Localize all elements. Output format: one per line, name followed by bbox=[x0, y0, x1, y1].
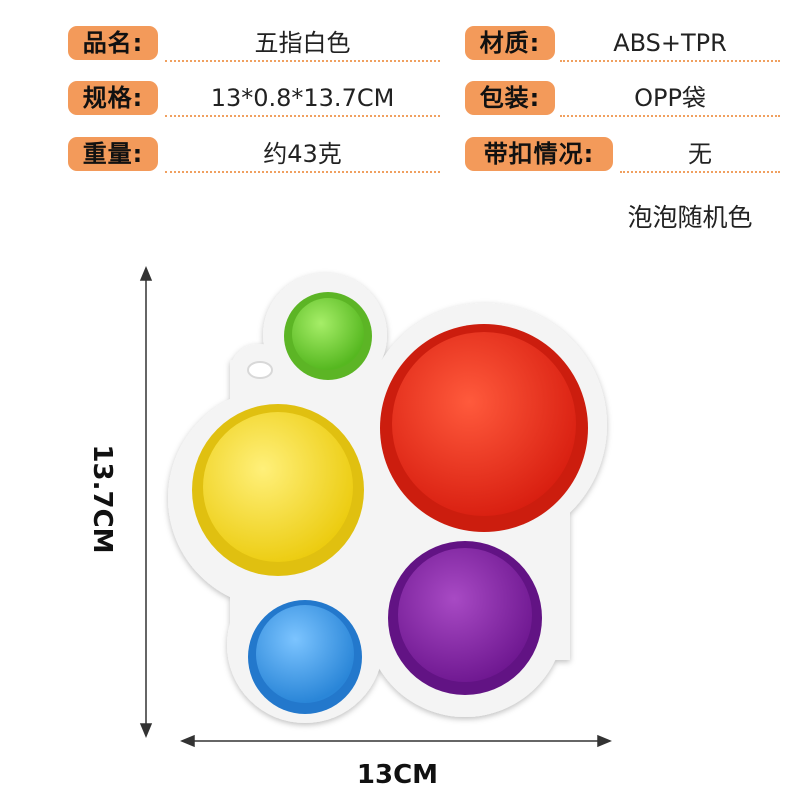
bubble-blue bbox=[248, 600, 362, 714]
bubble-red bbox=[380, 324, 588, 532]
width-dimension-line bbox=[180, 734, 612, 748]
spec-label-weight: 重量: bbox=[68, 137, 158, 171]
spec-label-material: 材质: bbox=[465, 26, 555, 60]
spec-label-buckle: 带扣情况: bbox=[465, 137, 613, 171]
height-dimension-line bbox=[139, 266, 153, 738]
width-dimension-label: 13CM bbox=[356, 760, 439, 790]
spec-label-size: 规格: bbox=[68, 81, 158, 115]
spec-value-size: 13*0.8*13.7CM bbox=[165, 81, 440, 117]
spec-value-material: ABS+TPR bbox=[560, 26, 780, 62]
spec-value-weight: 约43克 bbox=[165, 137, 440, 173]
spec-value-name: 五指白色 bbox=[165, 26, 440, 62]
bubble-yellow bbox=[192, 404, 364, 576]
height-dimension-label: 13.7CM bbox=[87, 444, 117, 554]
spec-label-name: 品名: bbox=[68, 26, 158, 60]
bubble-purple bbox=[388, 541, 542, 695]
random-color-note: 泡泡随机色 bbox=[627, 203, 753, 232]
bubble-green bbox=[284, 292, 372, 380]
spec-label-package: 包装: bbox=[465, 81, 555, 115]
spec-value-buckle: 无 bbox=[620, 137, 780, 173]
spec-value-package: OPP袋 bbox=[560, 81, 780, 117]
